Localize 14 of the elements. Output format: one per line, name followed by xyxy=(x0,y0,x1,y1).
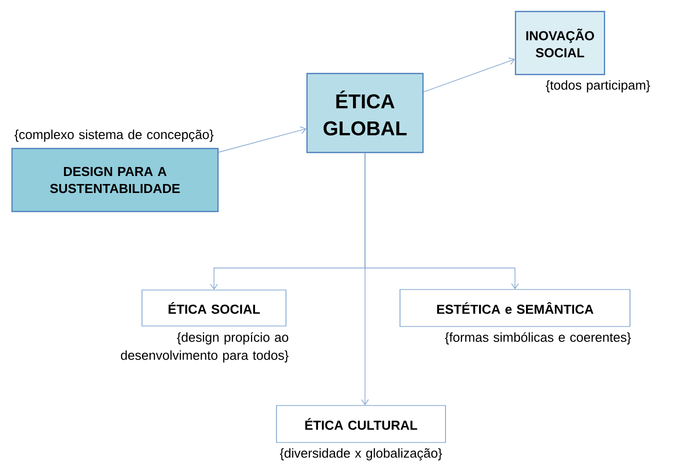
note-text: {design propício ao desenvolvimento para todos} xyxy=(120,332,289,362)
concept-box: ÉTICA CULTURAL xyxy=(276,405,446,443)
note-text: {diversidade x globalização} xyxy=(280,448,442,460)
concept-box: INOVAÇÃO SOCIAL xyxy=(514,10,606,76)
arrow xyxy=(218,126,306,153)
concept-box: DESIGN PARA A SUSTENTABILIDADE xyxy=(11,148,219,212)
arrow xyxy=(361,152,369,406)
arrow xyxy=(423,57,515,92)
concept-box: ESTÉTICA e SEMÂNTICA xyxy=(400,289,630,327)
note-text: {formas simbólicas e coerentes} xyxy=(445,332,631,344)
note-text: {complexo sistema de concepção} xyxy=(14,130,214,142)
concept-box: ÉTICA SOCIAL xyxy=(142,290,286,326)
note-text: {todos participam} xyxy=(546,80,650,92)
concept-box: ÉTICA GLOBAL xyxy=(306,72,424,154)
